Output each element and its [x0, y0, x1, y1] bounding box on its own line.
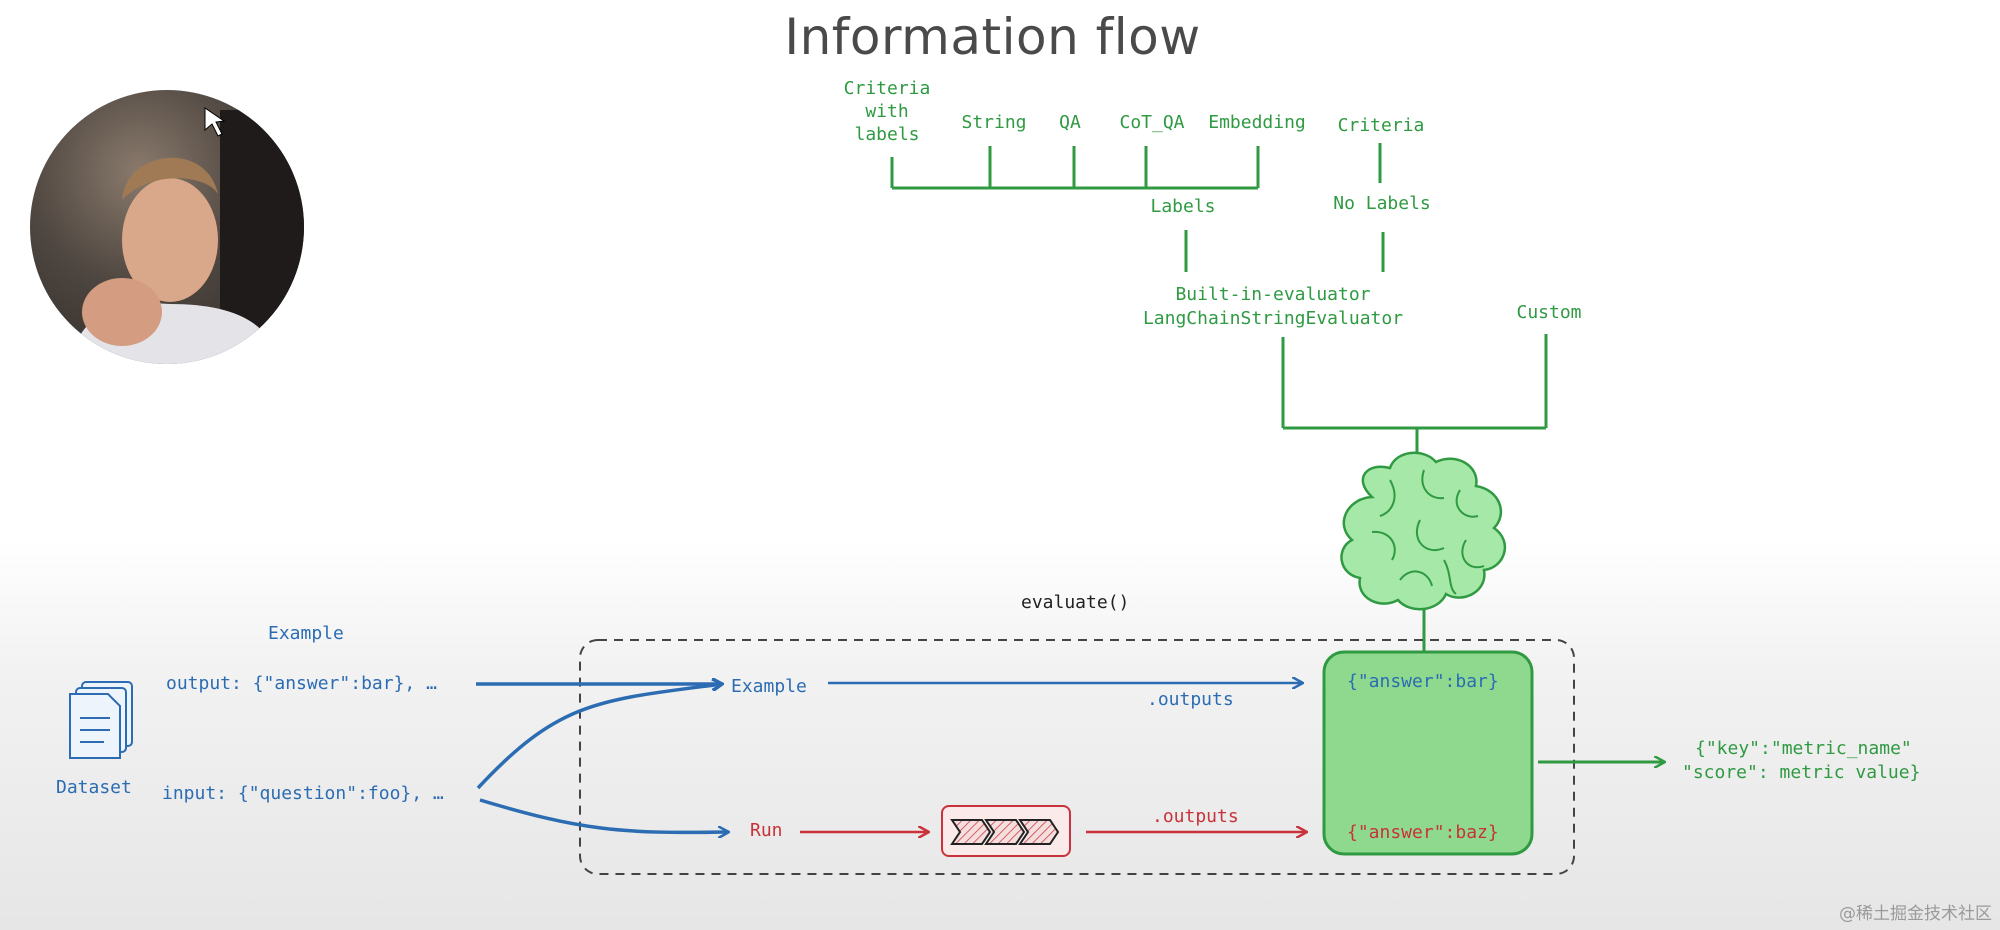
no-labels-group-label: No Labels [1333, 193, 1431, 214]
outputs-bottom-label: .outputs [1152, 806, 1239, 827]
builtin-evaluator-label: Built-in-evaluator LangChainStringEvalua… [1143, 283, 1403, 331]
evaluate-label: evaluate() [1021, 592, 1130, 613]
string-evaluator-label: String [961, 112, 1027, 133]
watermark: @稀土掘金技术社区 [1839, 904, 1992, 924]
qa-evaluator-label: QA [1059, 112, 1081, 133]
criteria-with-labels-line-1: Criteria [843, 78, 931, 99]
cot-qa-evaluator-label: CoT_QA [1119, 112, 1185, 133]
pipeline-chevrons-icon [941, 805, 1071, 857]
embedding-evaluator-label: Embedding [1208, 112, 1306, 133]
criteria-evaluator-label: Criteria [1337, 115, 1425, 136]
example-node-label: Example [731, 676, 807, 697]
answer-bar-label: {"answer":bar} [1347, 671, 1499, 692]
builtin-evaluator-line-1: Built-in-evaluator [1175, 284, 1371, 305]
page-title: Information flow [784, 8, 1201, 66]
outputs-top-label: .outputs [1147, 689, 1234, 710]
criteria-with-labels-line-2: with [865, 101, 909, 122]
custom-evaluator-label: Custom [1516, 302, 1582, 323]
criteria-with-labels-line-3: labels [854, 124, 920, 145]
dataset-label: Dataset [56, 777, 132, 798]
webcam-person [30, 90, 304, 364]
labels-group-label: Labels [1150, 196, 1216, 217]
example-heading: Example [268, 623, 344, 644]
brain-icon [1340, 451, 1506, 611]
run-node-label: Run [750, 820, 783, 841]
input-text: input: {"question":foo}, … [162, 783, 444, 804]
result-line-2: "score": metric value} [1682, 762, 1921, 783]
result-line-1: {"key":"metric_name" [1695, 738, 1912, 759]
answer-baz-label: {"answer":baz} [1347, 822, 1499, 843]
builtin-evaluator-line-2: LangChainStringEvaluator [1142, 308, 1404, 329]
output-text: output: {"answer":bar}, … [166, 673, 437, 694]
dataset-document-icon [69, 681, 133, 759]
example-arrows [476, 683, 1302, 832]
criteria-with-labels: Criteria with labels [844, 77, 931, 146]
evaluator-box [1322, 650, 1534, 856]
